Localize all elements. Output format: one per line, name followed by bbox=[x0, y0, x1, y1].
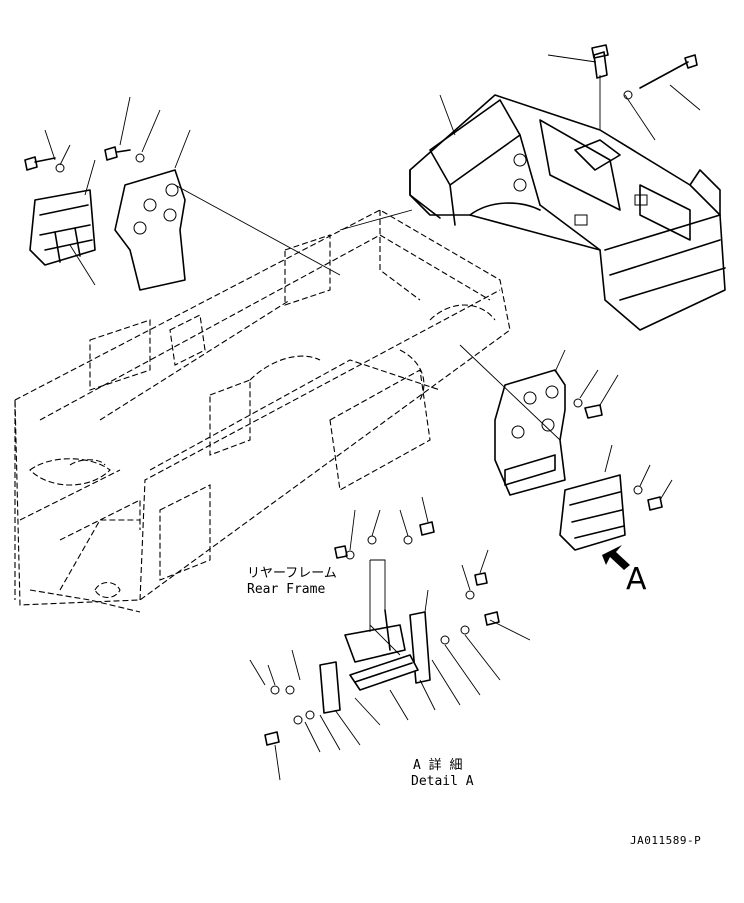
pin bbox=[591, 44, 609, 79]
detail-a-parts bbox=[264, 521, 500, 746]
view-arrow-icon bbox=[602, 545, 630, 570]
right-bracket bbox=[494, 369, 566, 496]
view-letter-a: A bbox=[626, 562, 647, 597]
left-bracket bbox=[114, 169, 186, 291]
long-bolt bbox=[623, 54, 698, 100]
right-bolt-1 bbox=[573, 398, 603, 419]
right-bolt-2 bbox=[633, 485, 663, 511]
rear-frame-label-jp: リヤーフレーム bbox=[247, 566, 337, 581]
detail-a-label-jp: A 詳 細 bbox=[413, 758, 463, 773]
leader-lines bbox=[44, 54, 701, 781]
left-bolt-1 bbox=[24, 156, 65, 173]
drawing-code: JA011589-P bbox=[630, 834, 702, 847]
right-step bbox=[559, 474, 626, 551]
left-step bbox=[29, 189, 96, 266]
left-bolt-2 bbox=[104, 146, 145, 163]
detail-a-label-en: Detail A bbox=[411, 774, 474, 789]
rear-frame bbox=[14, 209, 511, 613]
counterweight bbox=[409, 94, 726, 331]
rear-frame-label-en: Rear Frame bbox=[247, 582, 326, 597]
